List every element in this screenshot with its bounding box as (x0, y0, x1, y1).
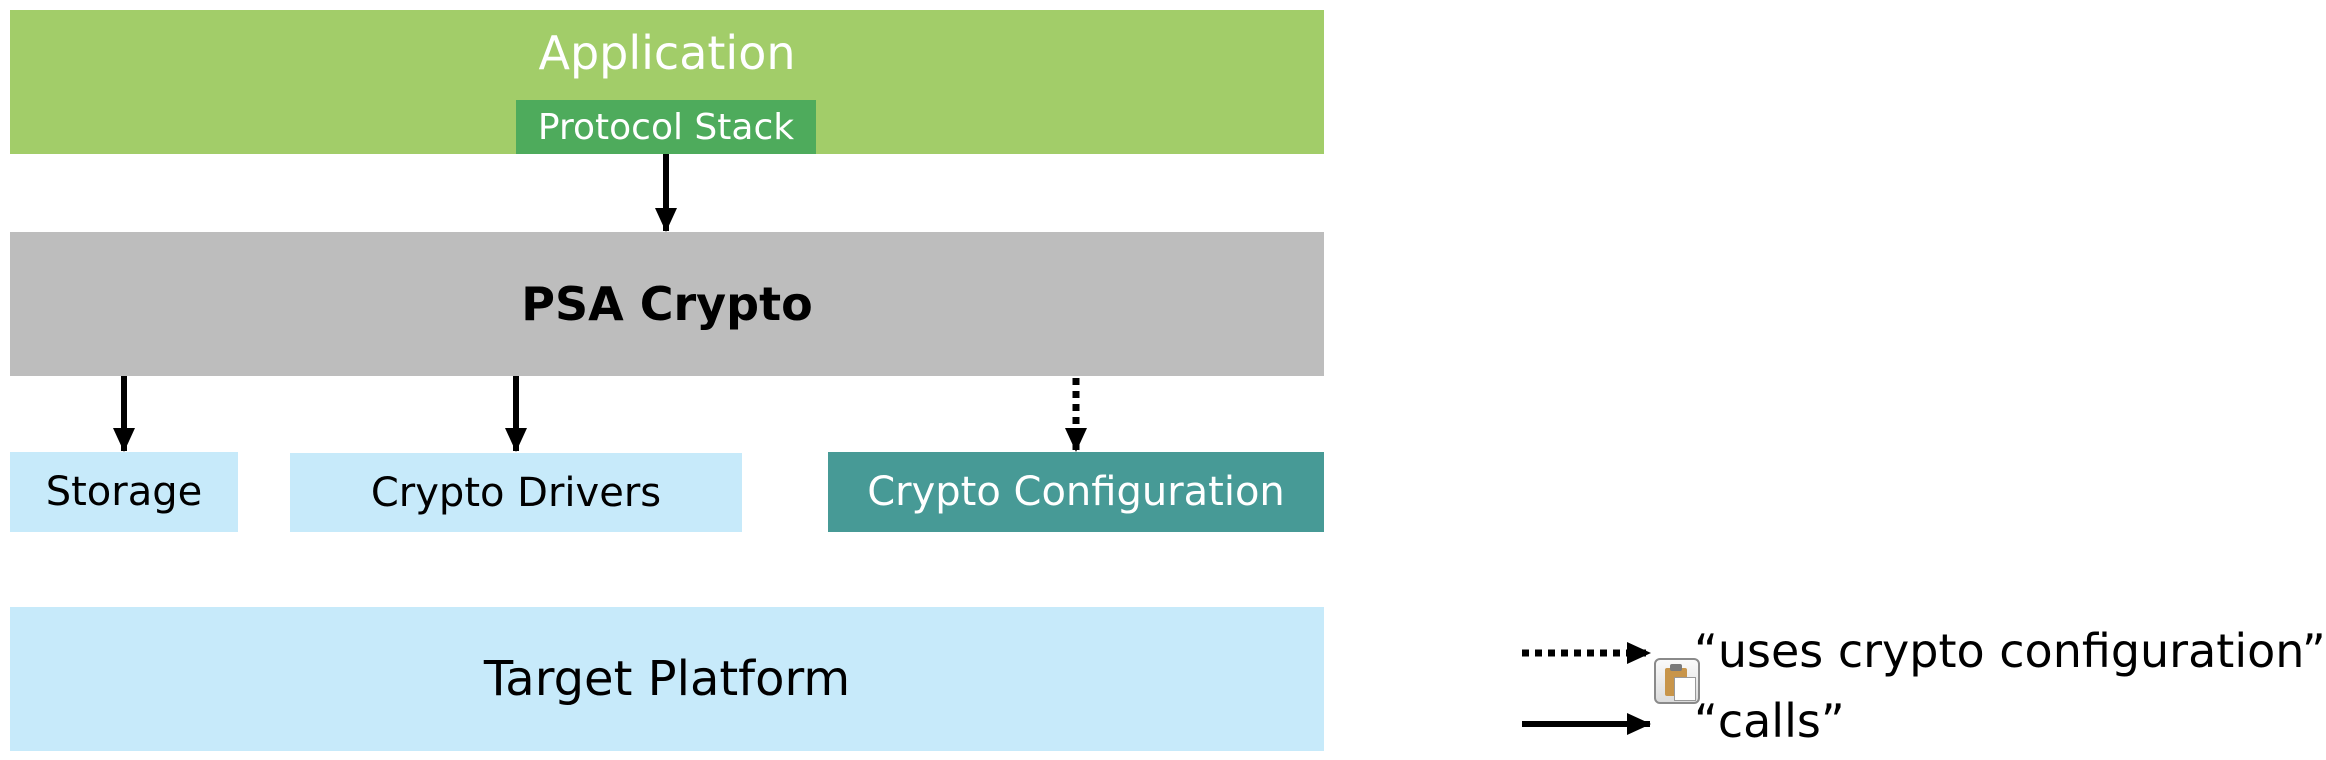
psa-crypto-layer: PSA Crypto (10, 232, 1324, 376)
clipboard-paper (1674, 677, 1696, 701)
legend-dotted-label: “uses crypto configuration” (1694, 624, 2326, 678)
crypto-configuration-label: Crypto Configuration (867, 469, 1285, 515)
application-label: Application (538, 26, 796, 80)
crypto-configuration-box: Crypto Configuration (828, 452, 1324, 532)
clipboard-clip (1670, 664, 1682, 671)
crypto-drivers-label: Crypto Drivers (370, 469, 662, 516)
target-platform-label: Target Platform (483, 651, 851, 707)
storage-box: Storage (10, 452, 238, 532)
psa-crypto-label: PSA Crypto (521, 277, 813, 331)
target-platform-layer: Target Platform (10, 607, 1324, 751)
crypto-drivers-box: Crypto Drivers (290, 453, 742, 532)
storage-label: Storage (45, 469, 203, 515)
protocol-stack-box: Protocol Stack (516, 100, 816, 154)
legend-solid-label: “calls” (1694, 694, 1845, 748)
clipboard-icon[interactable] (1654, 658, 1700, 704)
protocol-stack-label: Protocol Stack (537, 106, 795, 148)
